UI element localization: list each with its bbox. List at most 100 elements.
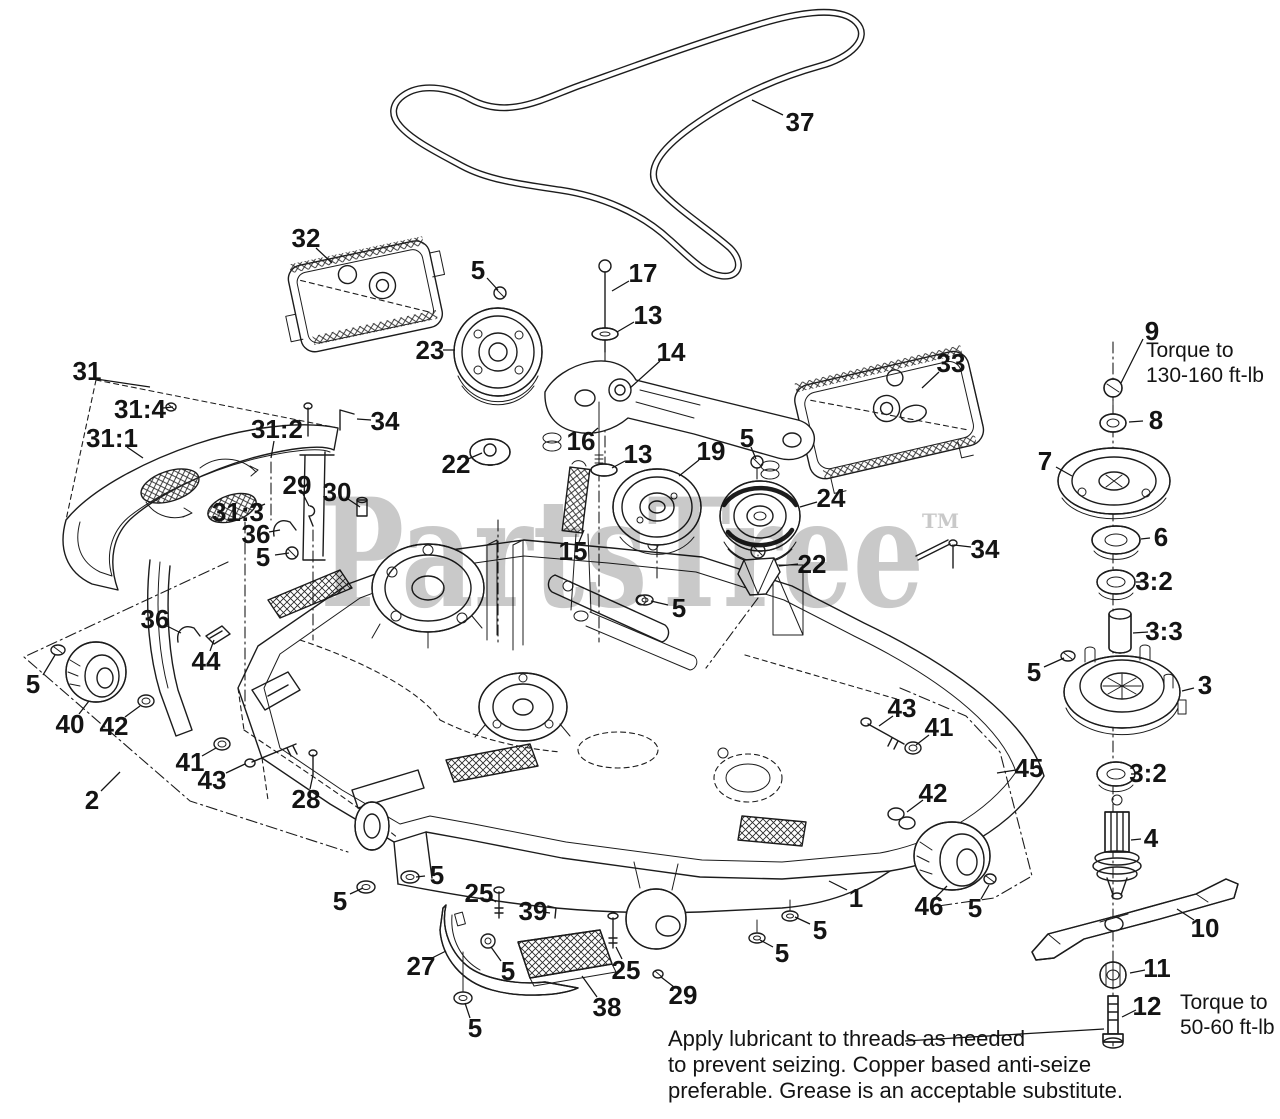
deck-pulley-center	[371, 543, 485, 649]
callout-11: 11	[1143, 953, 1171, 983]
callout-14: 14	[657, 337, 686, 367]
screw-5	[493, 286, 507, 300]
axis-lines	[244, 341, 1114, 1047]
torque-note-bottom-line-2: 50-60 ft-lb	[1180, 1016, 1275, 1039]
leader-line-43	[878, 715, 894, 727]
callout-22: 22	[798, 549, 827, 579]
leader-line-36	[166, 625, 182, 634]
callout-39: 39	[519, 896, 548, 926]
callout-29: 29	[283, 470, 312, 500]
leader-line-9	[1120, 338, 1144, 384]
callout-3: 3	[1198, 670, 1212, 700]
callout-40: 40	[56, 709, 85, 739]
callout-34: 34	[971, 534, 1000, 564]
leader-line-16	[590, 427, 599, 435]
leader-line-5	[980, 884, 990, 900]
leader-line-5	[794, 916, 811, 925]
region-boundaries	[23, 561, 1033, 907]
callout-8: 8	[1149, 405, 1163, 435]
leader-line-3	[1181, 687, 1195, 692]
callout-1: 1	[849, 883, 863, 913]
torque-note-top-line-2: 130-160 ft-lb	[1146, 364, 1264, 387]
leader-line-22	[778, 563, 799, 567]
screw-5	[1060, 650, 1076, 662]
region-2-boundary	[23, 561, 349, 853]
leader-line-5	[650, 600, 669, 606]
spindle-housing-3	[1063, 644, 1187, 736]
leader-line-31:4	[162, 406, 174, 409]
leader-line-3:3	[1132, 631, 1149, 634]
leader-line-19	[678, 459, 700, 477]
baffle-27	[439, 904, 579, 996]
leader-line-29	[302, 493, 310, 507]
drive-belt	[390, 8, 865, 280]
leader-line-1	[828, 880, 848, 891]
nut-41-right	[904, 741, 922, 755]
spacer-30	[356, 499, 368, 517]
leader-line-34	[356, 418, 372, 421]
leader-line-31	[95, 378, 151, 388]
leader-line-32	[315, 247, 333, 264]
callout-44: 44	[192, 646, 221, 676]
callout-3:2: 3:2	[1135, 566, 1173, 596]
washer-42-right	[887, 807, 905, 821]
pulley-24	[719, 455, 801, 564]
leader-line-42	[124, 705, 141, 718]
callout-3:2: 3:2	[1129, 758, 1167, 788]
callout-31:1: 31:1	[86, 423, 138, 453]
callout-42: 42	[100, 711, 129, 741]
callout-38: 38	[593, 992, 622, 1022]
bolt-25-left	[494, 891, 504, 919]
wheels-and-hardware	[50, 286, 1076, 1005]
callout-5: 5	[775, 938, 789, 968]
leader-line-31:2	[270, 440, 275, 459]
blade-nut-11	[1099, 961, 1127, 989]
leader-line-22	[467, 452, 483, 460]
callout-5: 5	[333, 886, 347, 916]
leader-line-31:3	[257, 503, 266, 508]
torque-note-top-line-1: Torque to	[1146, 339, 1234, 362]
leader-line-5	[274, 552, 290, 556]
screw-5	[983, 873, 997, 885]
callout-25: 25	[612, 955, 641, 985]
callout-7: 7	[1038, 446, 1052, 476]
callout-31:4: 31:4	[114, 394, 167, 424]
leader-line-12	[1121, 1009, 1137, 1018]
cone-spacer-22-right	[737, 543, 781, 596]
step-plate-38	[517, 929, 617, 987]
washer-5	[748, 932, 766, 944]
leader-line-7	[1055, 466, 1073, 477]
hook-bolt-36-lower	[177, 626, 201, 643]
leader-line-25	[615, 946, 623, 960]
callout-5: 5	[672, 593, 686, 623]
callout-43: 43	[888, 693, 917, 723]
callout-13: 13	[624, 439, 653, 469]
pin-39	[547, 905, 557, 919]
leader-line-36	[268, 529, 281, 533]
callout-29: 29	[669, 980, 698, 1010]
leader-line-27	[431, 950, 447, 959]
callout-9: 9	[1145, 316, 1159, 346]
watermark-text: PartsTree	[320, 466, 924, 642]
leader-line-15	[578, 529, 585, 543]
washer-5	[636, 594, 654, 606]
leader-line-5	[486, 277, 499, 291]
callout-36: 36	[242, 519, 271, 549]
belt-cover-left	[285, 236, 446, 353]
callout-25: 25	[465, 878, 494, 908]
leader-line-5	[490, 946, 502, 962]
callout-17: 17	[629, 258, 658, 288]
callout-5: 5	[256, 542, 270, 572]
clip-29-upper	[308, 505, 316, 527]
leader-line-30	[347, 498, 361, 508]
callout-4: 4	[1144, 823, 1159, 853]
leader-line-10	[1176, 908, 1195, 921]
idler-arm-14	[542, 259, 816, 480]
deck-pulley-front	[474, 672, 571, 742]
callout-5: 5	[1027, 657, 1041, 687]
bolt-43-left	[251, 743, 298, 763]
leader-line-8	[1128, 420, 1144, 423]
cone-spacer-22-left	[469, 438, 511, 466]
